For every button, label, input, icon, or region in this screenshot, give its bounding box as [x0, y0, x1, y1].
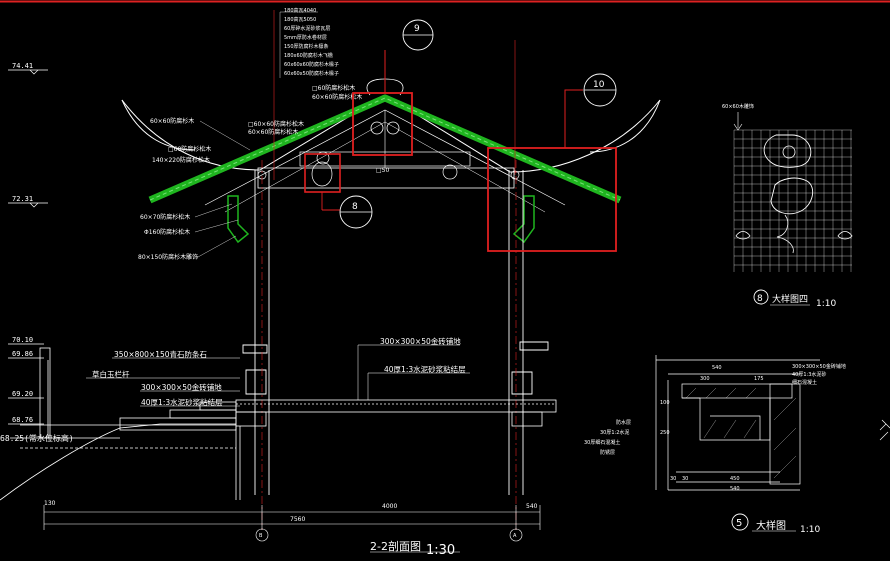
d5-note-2: 40厚1:3水泥砂 — [792, 371, 826, 378]
left-leaders — [194, 120, 251, 258]
svg-text:180x60防腐杉木飞檐: 180x60防腐杉木飞檐 — [284, 52, 333, 59]
detail5-badge — [731, 513, 749, 531]
detail5-scale: 1:10 — [800, 525, 820, 535]
ridge-note-2: 60×60防腐杉松木 — [312, 93, 362, 101]
svg-text:60×60防腐杉松木: 60×60防腐杉松木 — [248, 128, 298, 136]
note-railing: 草白玉栏杆 — [92, 369, 130, 379]
detail4-note: 60×60木雕饰 — [722, 103, 754, 110]
callout-9: 9 — [352, 19, 434, 156]
d5-note-3: 细石混凝土 — [792, 379, 817, 386]
svg-text:60x60x60防腐杉木椽子: 60x60x60防腐杉木椽子 — [284, 61, 339, 68]
detail-5-section — [655, 355, 890, 491]
left-member-notes: 60×60防腐杉木 □60×60防腐杉松木 60×60防腐杉松木 □60防腐杉松… — [138, 117, 304, 261]
level-68-76: 68.76 — [12, 416, 33, 424]
note-interior-mortar: 40厚1:3水泥砂浆粘结层 — [384, 364, 466, 374]
detail4-badge — [753, 289, 769, 305]
svg-text:8: 8 — [352, 202, 358, 212]
svg-text:60×70防腐杉松木: 60×70防腐杉松木 — [140, 213, 190, 221]
level-69-20: 69.20 — [12, 390, 33, 398]
detail5-number: 5 — [736, 518, 742, 529]
roof-leaders — [279, 11, 318, 78]
svg-text:150厚防腐杉木檩条: 150厚防腐杉木檩条 — [284, 43, 329, 50]
roof-notes: 180高瓦4040 180高瓦5050 60厚碎水泥砂浆瓦层 5mm厚防水卷材层… — [284, 7, 339, 77]
d5-bdim-450: 450 — [730, 476, 740, 482]
svg-text:60×60防腐杉木: 60×60防腐杉木 — [150, 117, 194, 125]
axis-a: A — [513, 533, 517, 539]
leader-lines-left — [86, 357, 240, 407]
level-74-41: 74.41 — [12, 62, 33, 70]
svg-text:□60防腐杉松木: □60防腐杉松木 — [168, 145, 211, 153]
d5-vdim-100: 100 — [660, 400, 670, 406]
detail5-title: 大样图 — [756, 519, 786, 532]
svg-text:5mm厚防水卷材层: 5mm厚防水卷材层 — [284, 34, 327, 41]
note-bluestone: 350×800×150青石防条石 — [114, 349, 208, 359]
svg-text:180高瓦4040: 180高瓦4040 — [284, 7, 316, 14]
main-scale: 1:30 — [426, 543, 455, 558]
detail5-hatch — [685, 387, 797, 479]
svg-text:9: 9 — [414, 24, 420, 34]
d5-dim-540: 540 — [712, 365, 722, 371]
d5-dim-175: 175 — [754, 376, 764, 382]
note-interior-paving: 300×300×50金砖铺地 — [380, 336, 461, 346]
dim-540: 540 — [526, 503, 538, 510]
dim-7560: 7560 — [290, 516, 305, 523]
svg-text:Φ160防腐杉松木: Φ160防腐杉松木 — [144, 228, 190, 236]
callout-8: 8 — [304, 153, 373, 229]
note-mortar-layer: 40厚1:3水泥砂浆粘结层 — [141, 397, 223, 407]
detail4-number: 8 — [757, 294, 763, 304]
svg-text:140×220防腐杉松木: 140×220防腐杉松木 — [152, 156, 210, 164]
svg-text:80×150防腐杉木雕饰: 80×150防腐杉木雕饰 — [138, 253, 198, 261]
callout-10: 10 — [487, 73, 617, 252]
dimension-lines — [43, 505, 541, 553]
level-72-31: 72.31 — [12, 195, 33, 203]
interior-leaders — [357, 344, 470, 400]
floor-slab — [235, 399, 557, 500]
ridge-note-1: □60防腐杉松木 — [312, 84, 355, 92]
dim-130: 130 — [44, 500, 56, 507]
note-brick-paving: 300×300×50金砖铺地 — [141, 382, 222, 392]
d5-bdim-30b: 30 — [682, 476, 688, 482]
d5-left-1: 防水层 — [616, 419, 631, 426]
roof-structure — [121, 78, 661, 244]
svg-text:□60×60防腐杉松木: □60×60防腐杉松木 — [248, 120, 304, 128]
d5-left-4: 防锈层 — [600, 449, 615, 456]
level-marks — [8, 69, 48, 425]
svg-text:60x60x50防腐杉木椽子: 60x60x50防腐杉木椽子 — [284, 70, 339, 77]
main-title: 2-2剖面图 — [370, 539, 421, 553]
detail4-scale: 1:10 — [816, 299, 836, 309]
columns — [242, 10, 549, 530]
d5-vdim-250: 250 — [660, 430, 670, 436]
d5-bdim-30a: 30 — [670, 476, 676, 482]
d5-note-1: 300×300×50金砖铺地 — [792, 363, 846, 370]
level-69-86: 69.86 — [12, 350, 33, 358]
level-70-10: 70.10 — [12, 336, 33, 344]
detail4-title: 大样图四 — [772, 293, 808, 305]
beam-note: □50 — [376, 167, 389, 174]
d5-left-3: 30厚细石混凝土 — [584, 439, 620, 446]
d5-dim-300: 300 — [700, 376, 710, 382]
d5-bdim-540: 540 — [730, 486, 740, 492]
dim-4000: 4000 — [382, 503, 397, 510]
svg-text:180高瓦5050: 180高瓦5050 — [284, 16, 316, 23]
svg-text:10: 10 — [593, 80, 605, 90]
detail-4-grid — [733, 112, 853, 272]
svg-text:60厚碎水泥砂浆瓦层: 60厚碎水泥砂浆瓦层 — [284, 25, 330, 32]
d5-left-2: 30厚1:2水泥 — [600, 429, 629, 436]
axis-b: B — [259, 533, 263, 539]
